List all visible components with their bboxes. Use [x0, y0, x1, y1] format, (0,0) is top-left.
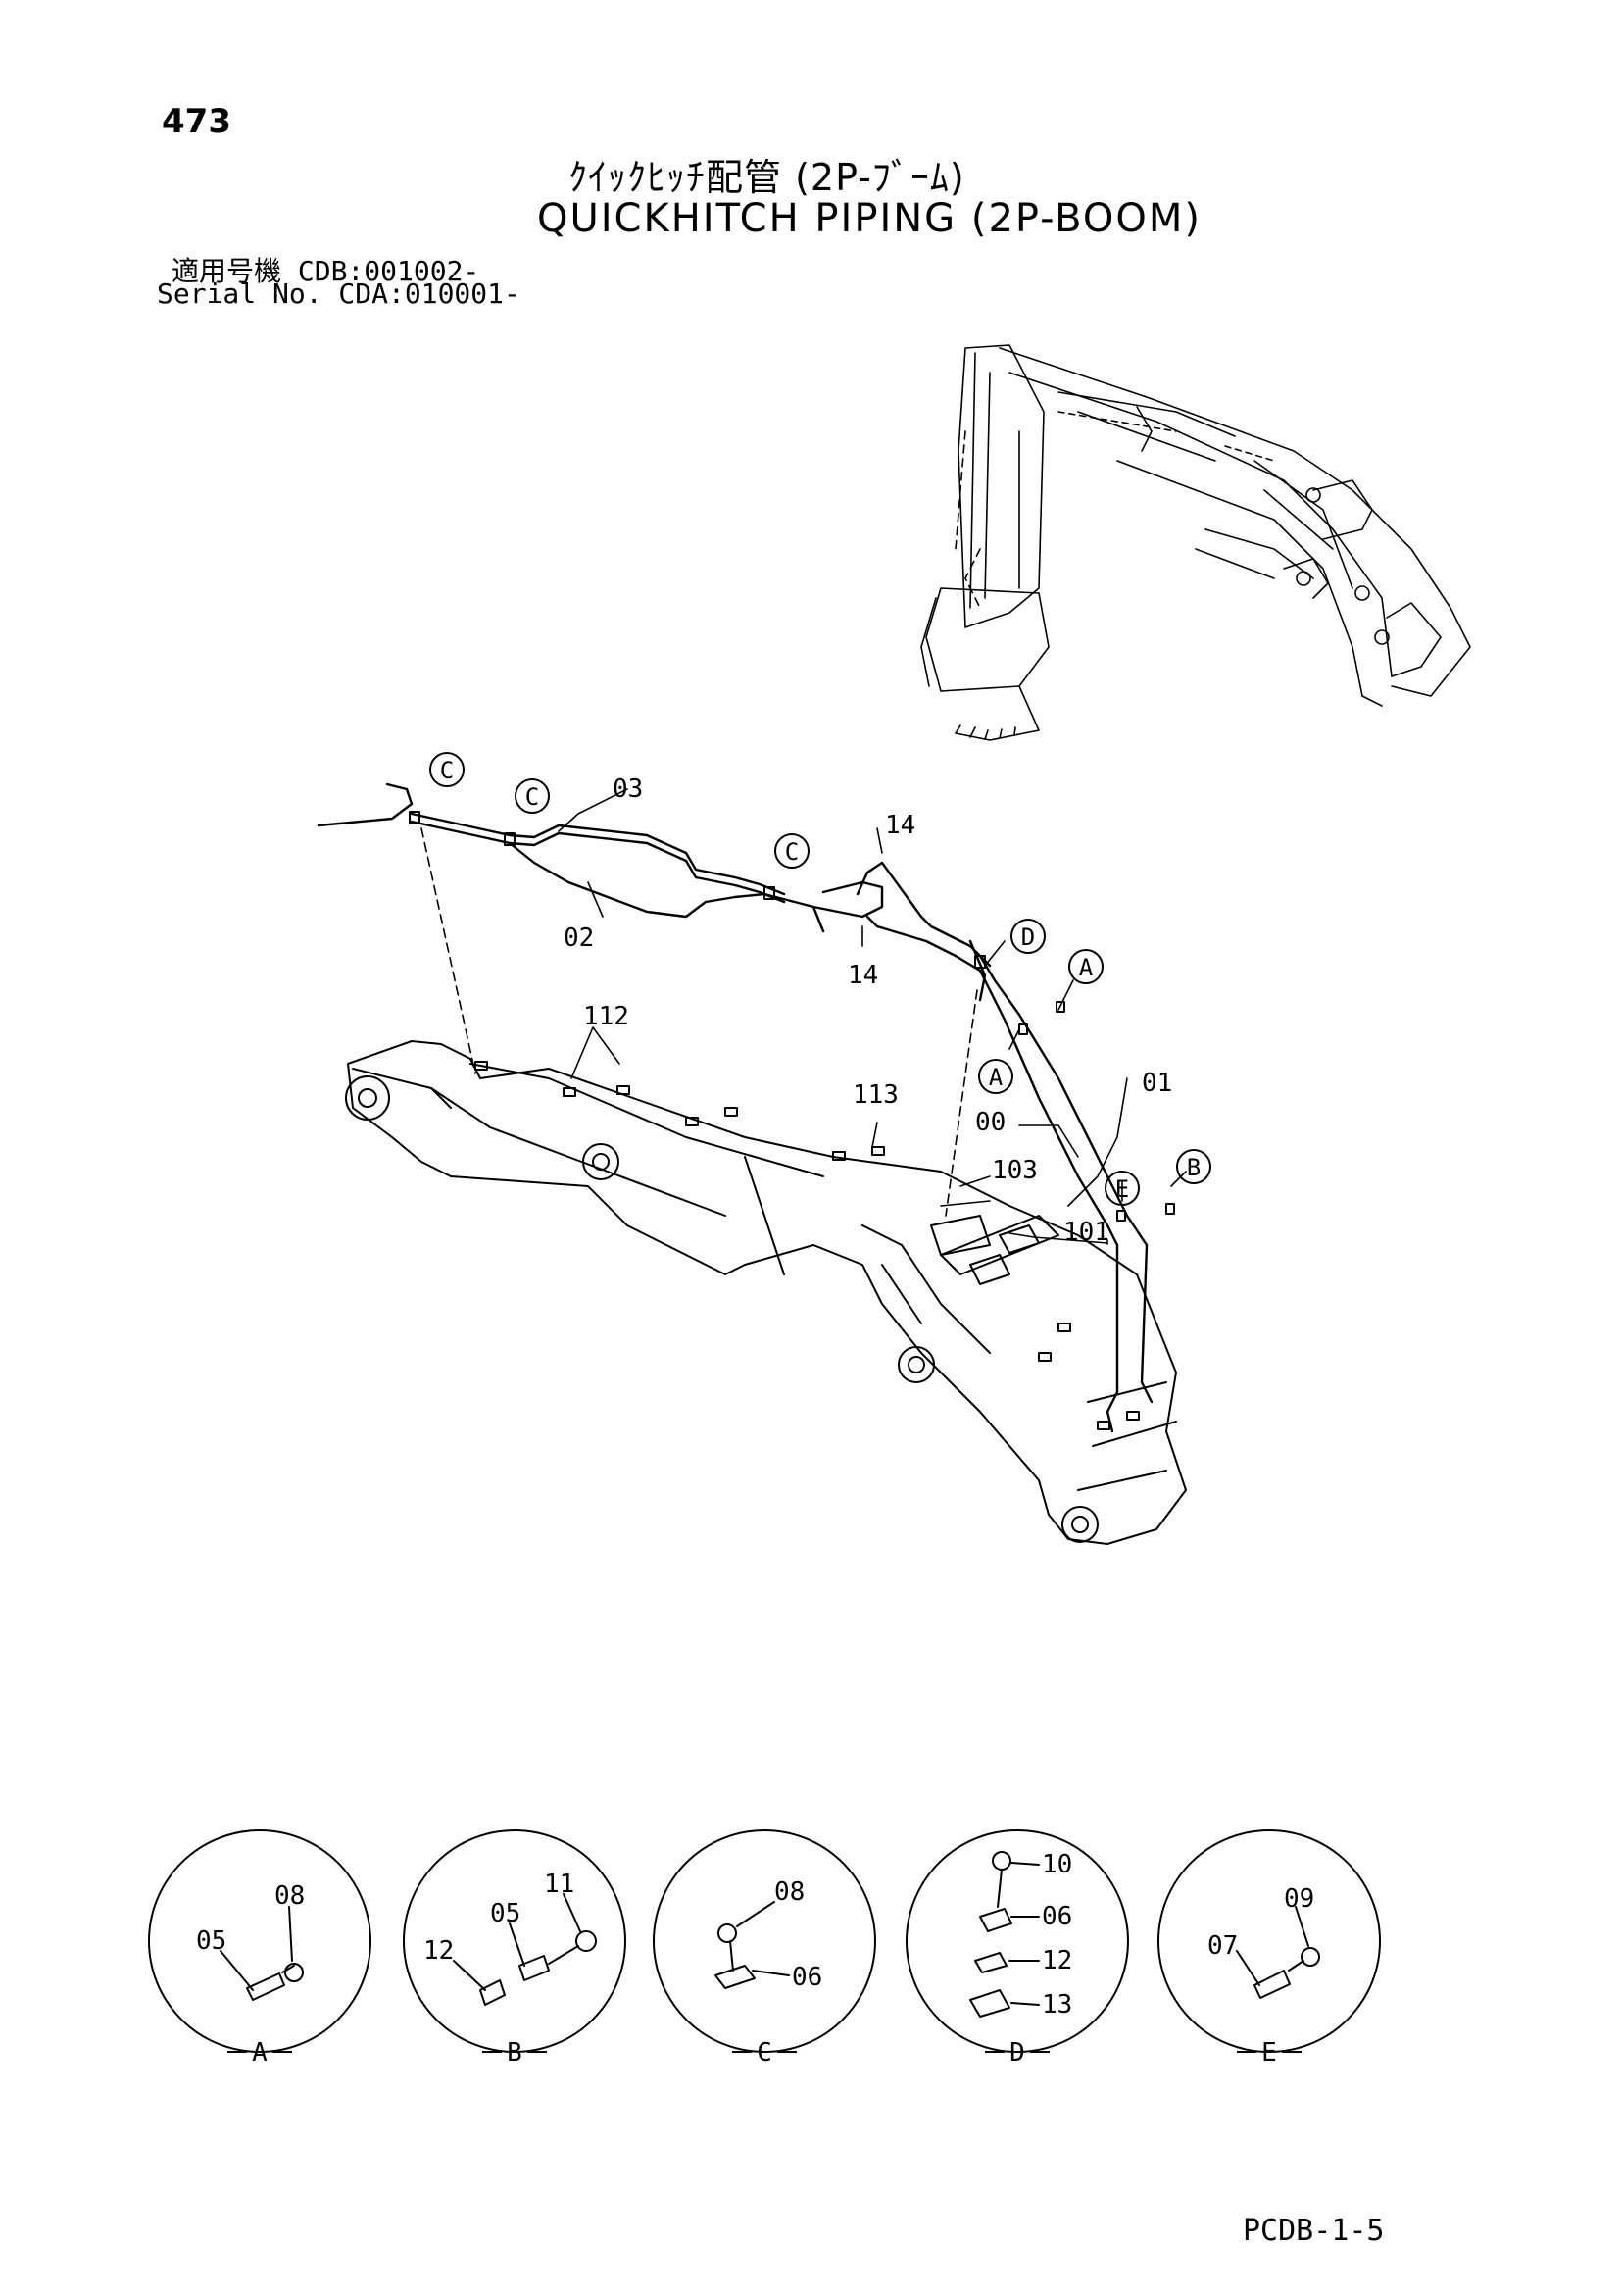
detail-d-parts	[969, 1851, 1040, 2018]
callout-d: D	[1021, 923, 1035, 951]
detail-a: 08 05 A	[196, 1881, 305, 2068]
detail-c-part-08: 08	[774, 1877, 805, 1907]
clamp-markers	[409, 811, 1175, 1222]
excavator-overview-sketch	[920, 344, 1471, 741]
callout-c-3: C	[785, 838, 799, 866]
callout-letters: C C C D A A B E	[440, 757, 1201, 1203]
callout-bubbles	[429, 752, 1211, 1206]
detail-e-part-07: 07	[1207, 1931, 1238, 1961]
callout-a-2: A	[989, 1064, 1004, 1091]
detail-e-parts	[1236, 1906, 1320, 1999]
detail-c: 08 06 C	[732, 1877, 822, 2068]
detail-e-label: E	[1261, 2038, 1277, 2068]
part-label-01: 01	[1142, 1069, 1172, 1098]
serial-applicable: 適用号機 CDB:001002-	[172, 255, 480, 287]
detail-a-label: A	[252, 2038, 268, 2068]
detail-a-parts	[220, 1906, 304, 2001]
detail-a-part-05: 05	[196, 1926, 226, 1956]
detail-d-part-13: 13	[1042, 1990, 1072, 2020]
hydraulic-pipes	[317, 782, 1154, 1433]
part-label-03: 03	[613, 774, 643, 804]
callout-e: E	[1115, 1175, 1129, 1203]
detail-d-part-06: 06	[1042, 1902, 1072, 1931]
detail-c-parts	[714, 1901, 790, 1989]
part-number-labels: 03 02 14 14 112 113 00 01 103 101	[564, 774, 1172, 1247]
part-label-113: 113	[853, 1080, 899, 1110]
detail-d-label: D	[1009, 2038, 1025, 2068]
footer-code: PCDB-1-5	[1243, 2214, 1385, 2248]
part-label-00: 00	[975, 1108, 1006, 1137]
part-label-101: 101	[1063, 1218, 1109, 1247]
detail-b-part-12: 12	[423, 1936, 454, 1966]
part-label-02: 02	[564, 923, 594, 953]
part-label-103: 103	[992, 1156, 1038, 1185]
title-japanese: ｸｲｯｸﾋｯﾁ配管 (2P-ﾌﾞｰﾑ)	[568, 156, 965, 199]
page-number: 473	[162, 102, 231, 141]
title-english: QUICKHITCH PIPING (2P-BOOM)	[537, 196, 1203, 241]
detail-b-part-05: 05	[490, 1899, 520, 1928]
detail-b: 11 05 12 B	[423, 1870, 574, 2068]
detail-e-part-09: 09	[1284, 1884, 1314, 1914]
detail-c-part-06: 06	[792, 1963, 822, 1992]
serial-number: Serial No. CDA:010001-	[157, 277, 520, 310]
part-label-14-bottom: 14	[848, 961, 878, 990]
detail-d-part-12: 12	[1042, 1946, 1072, 1975]
detail-c-label: C	[757, 2038, 772, 2068]
detail-b-parts	[453, 1893, 597, 2006]
detail-e: 09 07 E	[1207, 1884, 1314, 2068]
detail-view-circles	[148, 1829, 1381, 2053]
part-label-112: 112	[583, 1002, 629, 1031]
bracket-assembly	[930, 1215, 1059, 1285]
detail-b-part-11: 11	[544, 1870, 574, 1899]
detail-b-label: B	[507, 2038, 522, 2068]
callout-b: B	[1187, 1154, 1201, 1181]
callout-a-1: A	[1079, 954, 1094, 981]
detail-d: 10 06 12 13 D	[985, 1850, 1072, 2068]
detail-a-part-08: 08	[274, 1881, 305, 1911]
detail-d-part-10: 10	[1042, 1850, 1072, 1879]
leader-lines	[420, 788, 1187, 1246]
part-label-14-top: 14	[885, 811, 915, 840]
boom-body	[345, 1040, 1187, 1545]
callout-c-1: C	[440, 757, 454, 784]
callout-c-2: C	[525, 783, 539, 811]
detail-view-labels: 08 05 A 11 05 12 B 08 06 C 10 06 12 13	[196, 1850, 1314, 2068]
